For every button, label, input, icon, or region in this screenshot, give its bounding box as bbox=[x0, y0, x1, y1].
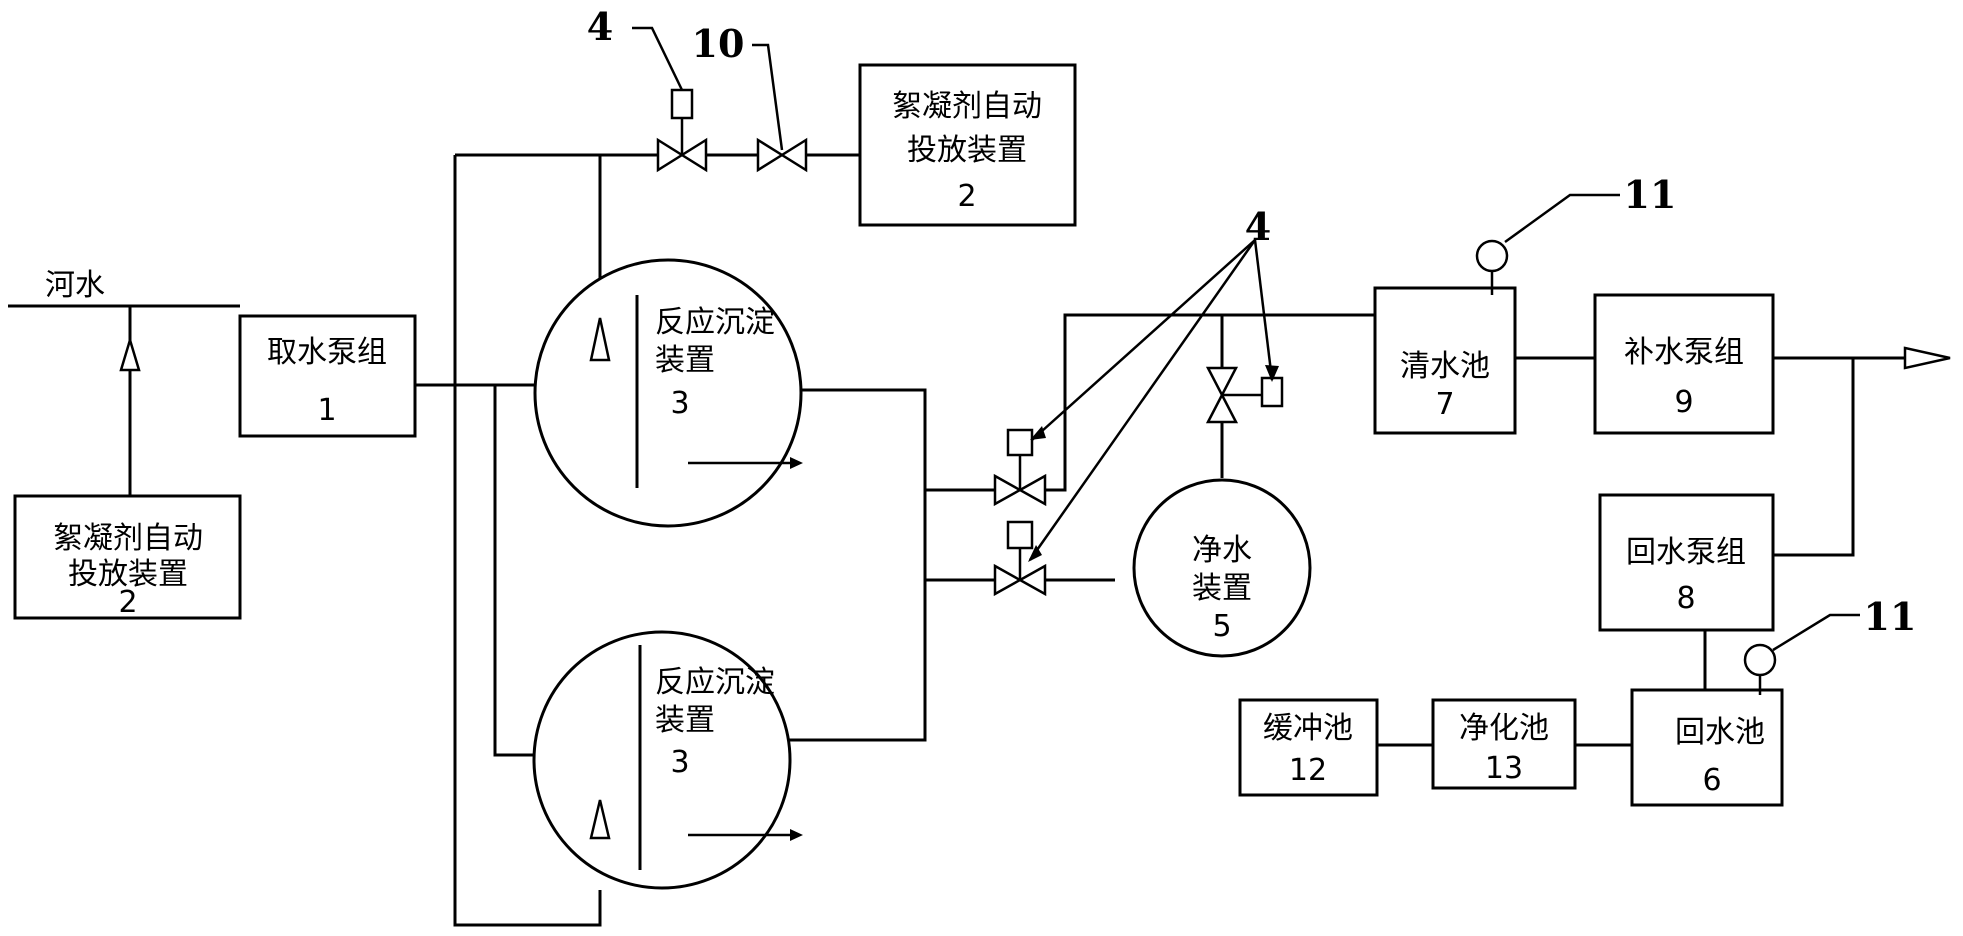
box-label-line1: 回水池 bbox=[1675, 715, 1765, 750]
buffer-pool-box: 缓冲池 12 bbox=[1238, 698, 1379, 797]
leader-valve-riser bbox=[1253, 239, 1274, 381]
box-number: 1 bbox=[317, 393, 336, 428]
clear-water-pool-box: 清水池 7 bbox=[1373, 286, 1517, 435]
purification-pool-box: 净化池 13 bbox=[1431, 698, 1577, 790]
level-gauge-clear-pool-icon bbox=[1475, 239, 1509, 295]
motorized-valve-bypass-icon bbox=[993, 428, 1047, 507]
return-water-pool-box: 回水池 6 bbox=[1630, 688, 1784, 807]
reaction-settling-device-bottom: 反应沉淀 装置 3 bbox=[532, 630, 803, 890]
circle-label-line1: 反应沉淀 bbox=[655, 305, 775, 340]
box-label-line1: 絮凝剂自动 bbox=[53, 521, 203, 556]
outlet-arrow-icon bbox=[1903, 346, 1951, 370]
level-gauge-return-pool-icon bbox=[1743, 643, 1777, 695]
circle-number: 5 bbox=[1212, 609, 1231, 644]
intake-pump-box: 取水泵组 1 bbox=[238, 314, 417, 438]
box-label-line2: 投放装置 bbox=[907, 133, 1027, 168]
flow-arrow-icon bbox=[790, 829, 803, 841]
box-number: 6 bbox=[1702, 763, 1721, 798]
box-label-line1: 絮凝剂自动 bbox=[892, 89, 1042, 124]
water-purifier-device: 净水 装置 5 bbox=[1132, 478, 1312, 658]
leader-valve-purifier bbox=[1028, 239, 1257, 561]
manual-valve-top-icon bbox=[756, 137, 808, 173]
bypass-to-clear-pool-pipe bbox=[1040, 313, 1375, 492]
inlet-arrow-down-icon bbox=[589, 317, 611, 362]
callout-gauge-top: 11 bbox=[1624, 172, 1677, 217]
circle-label-line2: 装置 bbox=[1192, 571, 1252, 606]
return-pump-outlet-pipe bbox=[1773, 358, 1855, 557]
leader-arrowhead-icon bbox=[1265, 365, 1279, 382]
box-label-line1: 缓冲池 bbox=[1263, 711, 1353, 746]
circle-number: 3 bbox=[670, 745, 689, 780]
callout-valve-top: 4 bbox=[587, 4, 613, 49]
leader-gauge-bottom bbox=[1772, 613, 1860, 652]
leader-valve-manual bbox=[752, 43, 784, 151]
feed-pipe-bottom-reactor bbox=[493, 385, 545, 757]
box-label-line1: 补水泵组 bbox=[1624, 335, 1744, 370]
reaction-settling-device-top: 反应沉淀 装置 3 bbox=[533, 258, 803, 528]
leader-gauge-top bbox=[1504, 193, 1620, 244]
circle-label-line2: 装置 bbox=[655, 343, 715, 378]
circle-number: 3 bbox=[670, 386, 689, 421]
box-number: 13 bbox=[1485, 751, 1523, 786]
return-pump-box: 回水泵组 8 bbox=[1598, 493, 1775, 632]
circle-label-line1: 净水 bbox=[1192, 533, 1252, 568]
leader-valve-bypass bbox=[1031, 239, 1256, 441]
circle-label-line2: 装置 bbox=[655, 703, 715, 738]
box-number: 2 bbox=[118, 585, 137, 620]
box-label-line1: 回水泵组 bbox=[1626, 535, 1746, 570]
box-number: 9 bbox=[1674, 385, 1693, 420]
box-label-line1: 净化池 bbox=[1459, 711, 1549, 746]
box-number: 7 bbox=[1435, 387, 1454, 422]
box-number: 2 bbox=[957, 179, 976, 214]
box-label-line1: 取水泵组 bbox=[267, 335, 387, 370]
flocculant-dosing-box-top: 絮凝剂自动 投放装置 2 bbox=[858, 63, 1077, 227]
leader-arrowhead-icon bbox=[1030, 426, 1046, 440]
box-number: 8 bbox=[1676, 581, 1695, 616]
flow-arrow-icon bbox=[790, 457, 803, 469]
box-label-line2: 投放装置 bbox=[68, 557, 188, 592]
motorized-valve-top-icon bbox=[656, 88, 708, 173]
flocculant-dosing-box-left: 絮凝剂自动 投放装置 2 bbox=[13, 494, 242, 620]
callout-valves-right: 4 bbox=[1245, 204, 1271, 249]
callout-gauge-bottom: 11 bbox=[1864, 594, 1917, 639]
box-label-line1: 清水池 bbox=[1400, 349, 1490, 384]
motorized-valve-purifier-icon bbox=[993, 520, 1047, 597]
inlet-arrow-up-icon bbox=[589, 799, 611, 840]
reactor-outlet-collector bbox=[760, 388, 927, 742]
river-water-label: 河水 bbox=[45, 268, 105, 303]
box-number: 12 bbox=[1289, 753, 1327, 788]
makeup-pump-box: 补水泵组 9 bbox=[1593, 293, 1775, 435]
dosing-arrow-left-icon bbox=[119, 335, 141, 372]
leader-valve-top bbox=[632, 26, 684, 91]
callout-valve-manual: 10 bbox=[692, 21, 745, 66]
circle-label-line1: 反应沉淀 bbox=[655, 665, 775, 700]
bypass-loop-pipe bbox=[453, 155, 602, 927]
leader-arrowhead-icon bbox=[1028, 545, 1042, 562]
